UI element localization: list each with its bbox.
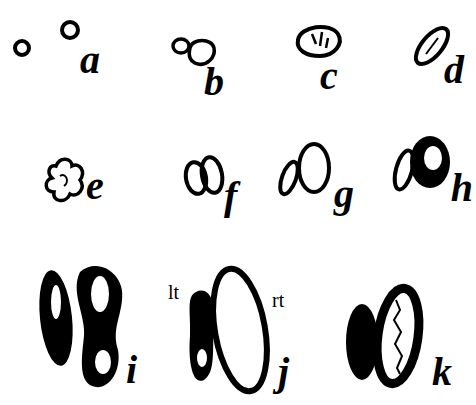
section-g [277, 144, 329, 196]
side-label: lt [168, 282, 179, 302]
panel-letter: k [432, 352, 452, 392]
section-a [15, 22, 78, 55]
section-j [190, 265, 276, 396]
panel-letter: a [80, 40, 100, 80]
side-label: rt [272, 290, 284, 310]
section-b [173, 39, 214, 64]
panel-letter: c [320, 56, 338, 96]
section-h [391, 136, 450, 191]
panel-letter: i [126, 350, 137, 390]
section-c [298, 27, 340, 56]
panel-letter: j [278, 352, 289, 392]
section-e [46, 159, 82, 200]
panel-letter: g [334, 174, 354, 214]
panel-letter: h [451, 168, 473, 208]
panel-letter: f [224, 176, 237, 216]
section-f [183, 156, 225, 196]
section-k [346, 286, 424, 387]
panel-letter: d [444, 50, 464, 90]
panel-letter: b [204, 62, 224, 102]
section-i [35, 266, 122, 387]
panel-letter: e [86, 166, 104, 206]
